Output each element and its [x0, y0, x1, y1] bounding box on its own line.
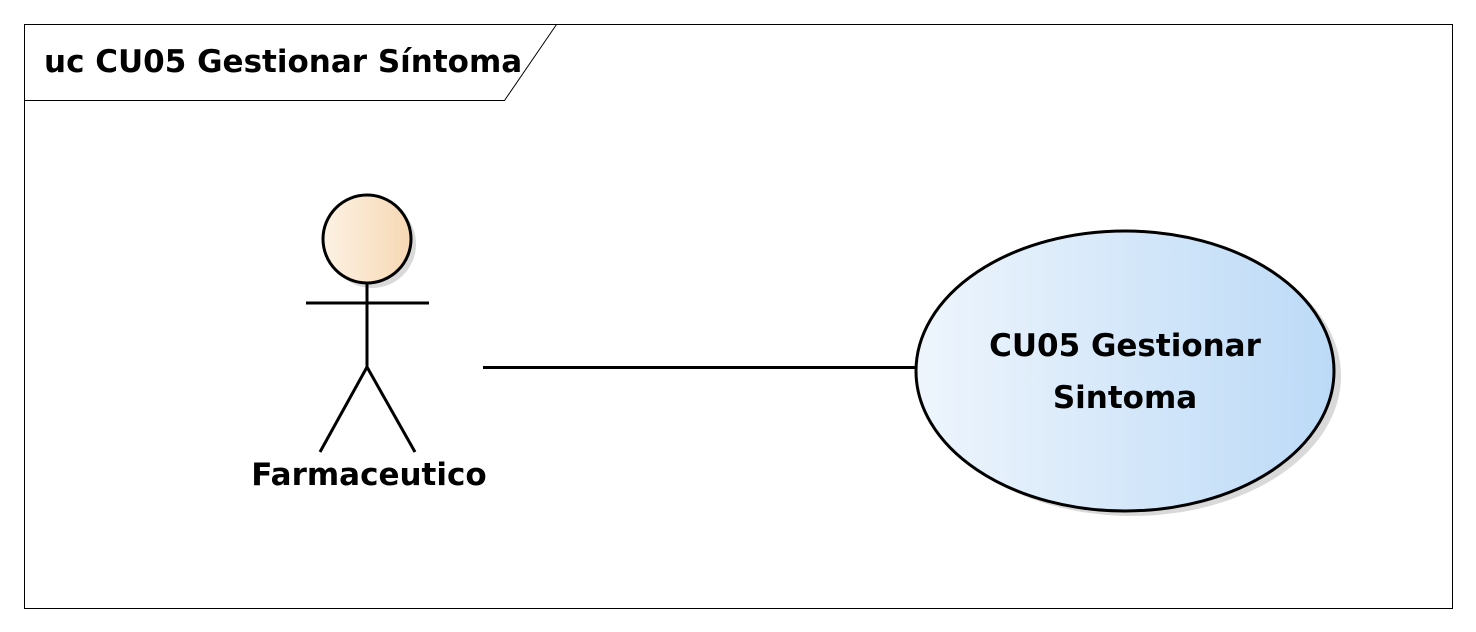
- frame-title: uc CU05 Gestionar Síntoma: [44, 44, 523, 80]
- actor-right-leg: [365, 366, 417, 453]
- use-case-ellipse: [914, 229, 1336, 513]
- actor-farmaceutico[interactable]: [306, 193, 429, 453]
- frame-title-tab: [24, 24, 557, 101]
- actor-head: [321, 193, 413, 285]
- use-case-label: CU05 Gestionar Sintoma: [955, 320, 1295, 424]
- actor-name-label: Farmaceutico: [251, 457, 487, 493]
- actor-left-leg: [318, 366, 369, 453]
- use-case-cu05[interactable]: [914, 229, 1341, 516]
- use-case-label-line-2: Sintoma: [1052, 380, 1198, 416]
- use-case-label-line-1: CU05 Gestionar: [989, 328, 1261, 364]
